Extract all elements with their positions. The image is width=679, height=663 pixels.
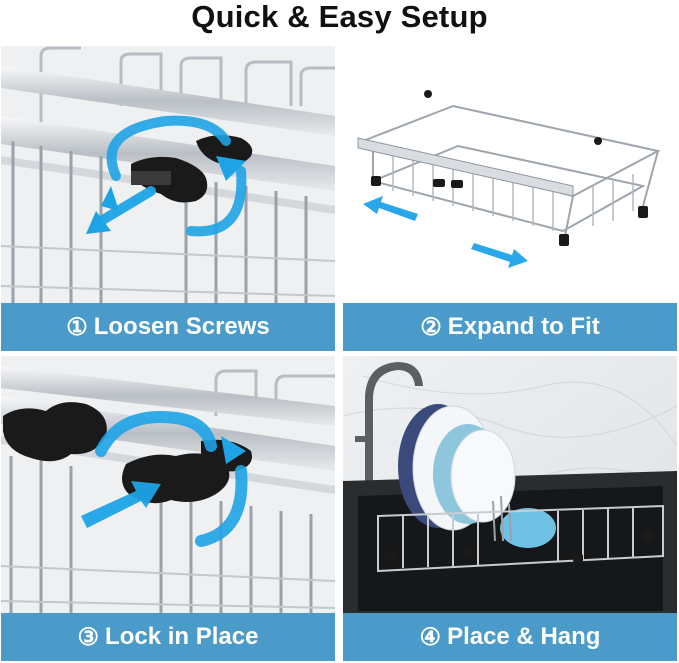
expand-arrow-left-icon (363, 196, 418, 221)
step-label: Lock in Place (105, 623, 259, 650)
step-panel-loosen: ① Loosen Screws (1, 46, 335, 351)
step-number: ② (420, 313, 442, 341)
caption-lock-in-place: ③ Lock in Place (1, 613, 335, 661)
step-panel-expand: ② Expand to Fit (343, 46, 677, 351)
page-title: Quick & Easy Setup (191, 0, 488, 34)
step-number: ④ (419, 623, 442, 651)
step-number: ① (66, 313, 88, 341)
step-label: Place & Hang (447, 623, 601, 650)
loosen-screws-illustration (1, 46, 335, 303)
caption-loosen-screws: ① Loosen Screws (1, 303, 335, 351)
plates-icon (398, 404, 516, 531)
step-panel-lock: ③ Lock in Place (1, 356, 335, 661)
step-panel-place: ④ Place & Hang (343, 356, 677, 661)
expand-rack-illustration (343, 46, 677, 303)
rotate-arrow-icon (91, 115, 247, 237)
caption-expand-to-fit: ② Expand to Fit (343, 303, 677, 351)
step-number: ③ (77, 623, 100, 651)
sink-rack-photo (343, 356, 677, 613)
caption-place-and-hang: ④ Place & Hang (343, 613, 677, 661)
faucet-icon (355, 362, 423, 516)
step-label: Expand to Fit (447, 313, 600, 340)
lock-in-place-illustration (1, 356, 335, 613)
rotate-arrow-icon (95, 411, 248, 547)
step-label: Loosen Screws (93, 313, 270, 340)
knob-icon (131, 135, 253, 203)
push-arrow-icon (81, 436, 246, 528)
expand-arrow-right-icon (471, 243, 528, 268)
